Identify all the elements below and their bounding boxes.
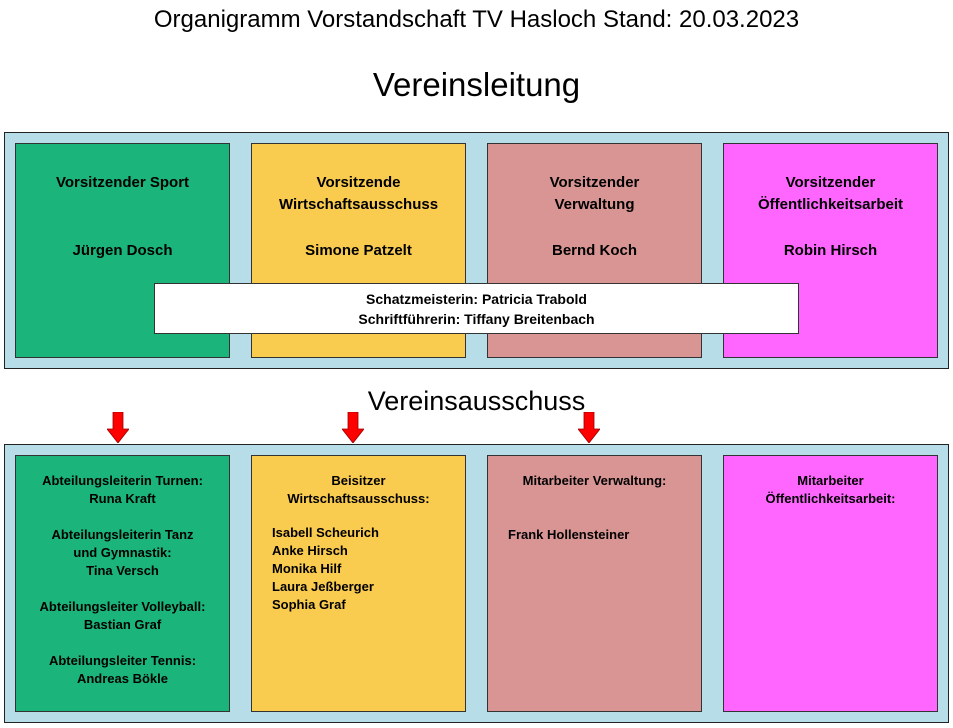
role: Abteilungsleiterin Tanz [51,527,194,542]
arrow-down-icon [342,412,364,443]
name: Runa Kraft [89,491,156,506]
box-pr-staff: Mitarbeiter Öffentlichkeitsarbeit: [723,455,938,712]
box-economy-committee: Beisitzer Wirtschaftsausschuss: Isabell … [251,455,466,712]
arrow-down-icon [578,412,600,443]
treasurer: Schatzmeisterin: Patricia Trabold [366,291,587,307]
name: Tina Versch [86,563,159,578]
role: Abteilungsleiter Volleyball: [39,599,206,614]
title: Mitarbeiter [797,473,864,488]
heading-vereinsleitung: Vereinsleitung [372,66,581,103]
name: Robin Hirsch [783,242,878,259]
member: Isabell Scheurich [272,525,379,540]
box-sport-chair: Vorsitzender Sport Jürgen Dosch [15,143,230,358]
secretary: Schriftführerin: Tiffany Breitenbach [358,311,595,327]
member: Frank Hollensteiner [508,527,630,542]
role: Öffentlichkeitsarbeit [757,196,904,213]
name: Jürgen Dosch [72,242,173,259]
arrow-down-icon [107,412,129,443]
member: Laura Jeßberger [272,579,374,594]
member: Sophia Graf [272,597,346,612]
role: Abteilungsleiter Tennis: [48,653,197,668]
box-admin-staff: Mitarbeiter Verwaltung: Frank Hollenstei… [487,455,702,712]
name: Andreas Bökle [76,671,169,686]
name: Bastian Graf [83,617,162,632]
title: Wirtschaftsausschuss: [287,491,430,506]
member: Anke Hirsch [272,543,348,558]
box-sport-departments: Abteilungsleiterin Turnen: Runa Kraft Abt… [15,455,230,712]
chart-title: Organigramm Vorstandschaft TV Hasloch St… [153,6,800,33]
name: Bernd Koch [551,242,637,259]
role: Wirtschaftsausschuss [278,196,439,213]
role: Vorsitzender [785,174,876,191]
title: Mitarbeiter Verwaltung: [522,473,667,488]
role: Vorsitzender Sport [55,174,190,191]
title: Beisitzer [331,473,386,488]
box-pr-chair: Vorsitzender Öffentlichkeitsarbeit Robin… [723,143,938,358]
heading-vereinsausschuss: Vereinsausschuss [367,386,586,416]
role: Vorsitzender [549,174,640,191]
role: Verwaltung [554,196,635,213]
name: Simone Patzelt [305,242,412,259]
role: und Gymnastik: [73,545,172,560]
officers-box: Schatzmeisterin: Patricia Trabold Schrif… [154,283,799,334]
title: Öffentlichkeitsarbeit: [765,491,896,506]
member: Monika Hilf [272,561,342,576]
role: Vorsitzende [316,174,401,191]
role: Abteilungsleiterin Turnen: [42,473,203,488]
